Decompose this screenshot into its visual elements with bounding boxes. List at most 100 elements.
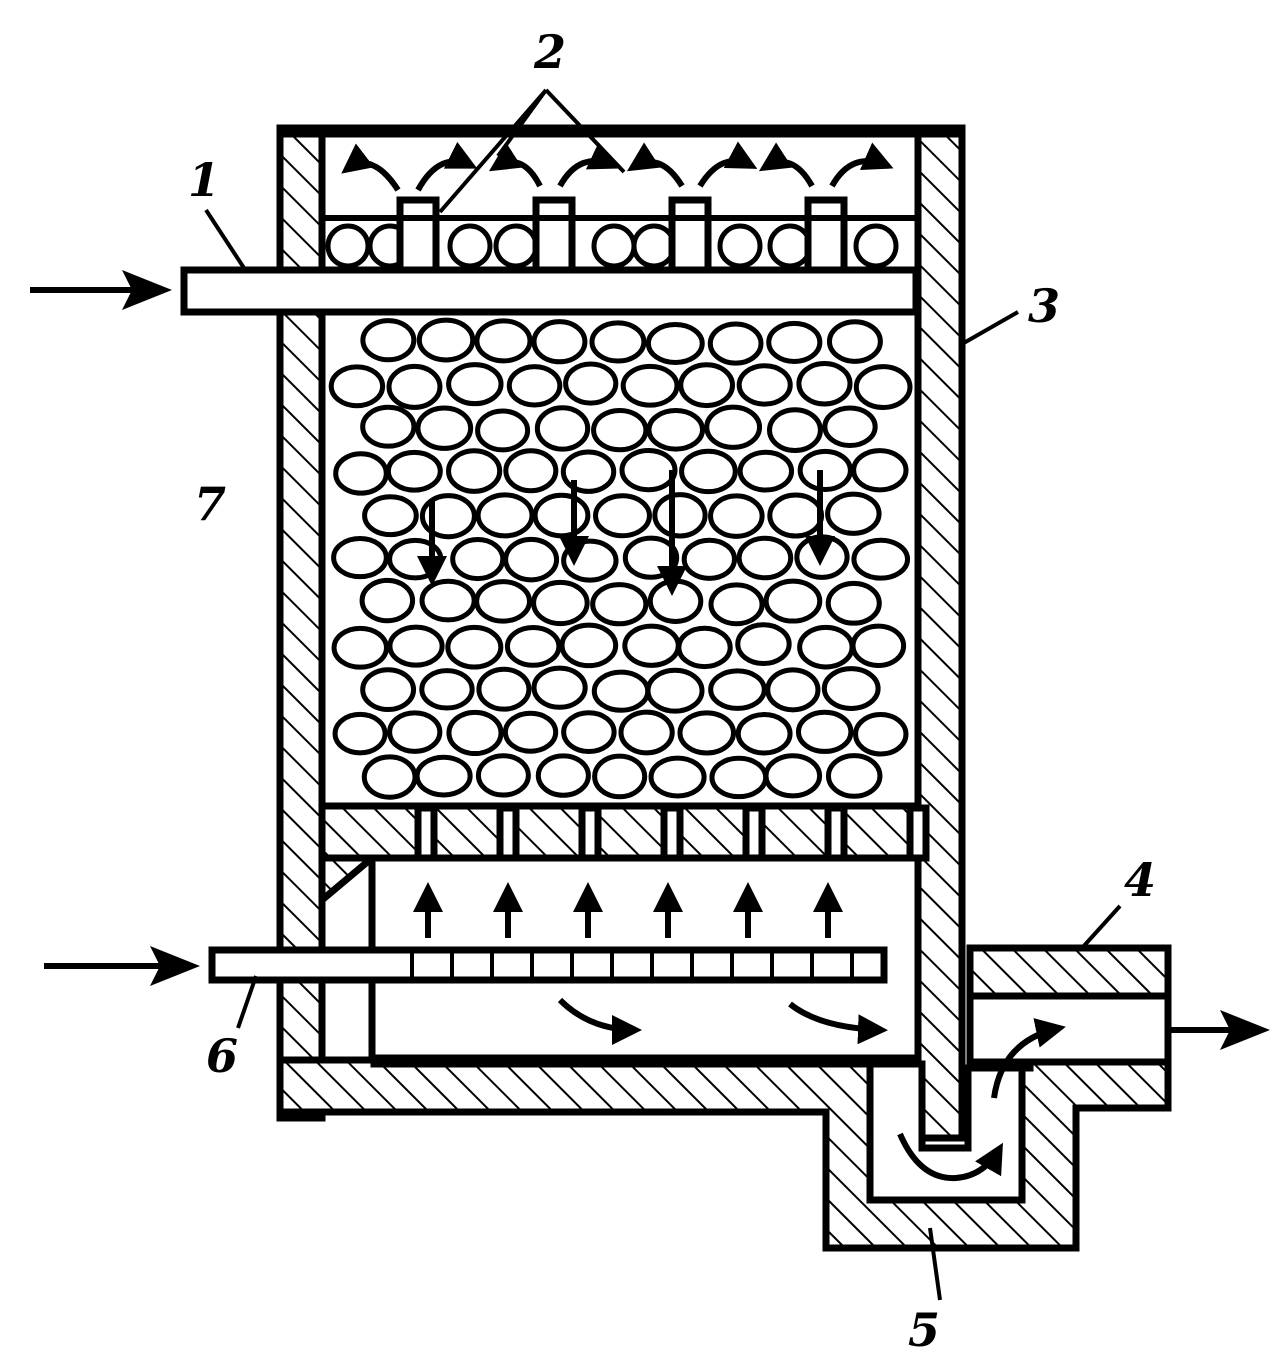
pebble bbox=[360, 404, 417, 449]
pebble bbox=[622, 623, 681, 668]
pebble bbox=[765, 667, 821, 713]
distribution-ring bbox=[325, 223, 371, 269]
pebble bbox=[362, 494, 419, 538]
pebble bbox=[822, 405, 878, 449]
pebble bbox=[766, 320, 823, 364]
pebble bbox=[331, 536, 389, 580]
pebble bbox=[386, 363, 443, 410]
pebble bbox=[735, 622, 792, 667]
pebble bbox=[474, 318, 533, 364]
top-riser-pipes bbox=[322, 196, 918, 272]
riser-pipe bbox=[396, 196, 440, 272]
pebble bbox=[736, 535, 794, 581]
pebble bbox=[708, 493, 765, 539]
pebble bbox=[534, 405, 591, 452]
bottom-flow-arrows bbox=[557, 997, 1066, 1182]
pebble bbox=[535, 753, 591, 798]
pebble bbox=[387, 710, 443, 754]
pebble bbox=[767, 407, 823, 454]
pebble bbox=[385, 449, 443, 493]
pebble bbox=[506, 364, 563, 408]
riser-pipe bbox=[804, 196, 848, 272]
label-4-leader bbox=[1080, 904, 1122, 950]
pebble bbox=[795, 709, 854, 754]
pebble bbox=[591, 669, 651, 713]
label-2-leader bbox=[438, 88, 626, 214]
pebble bbox=[708, 668, 767, 711]
grate-slot bbox=[742, 804, 766, 862]
pebble bbox=[821, 666, 881, 711]
pebble bbox=[387, 624, 445, 668]
pebble bbox=[361, 754, 418, 800]
pebble bbox=[622, 535, 680, 580]
pebble bbox=[763, 753, 823, 799]
pebble bbox=[709, 755, 769, 800]
inlet-pipe-bottom bbox=[208, 946, 888, 984]
pebble bbox=[851, 448, 909, 493]
inlet-pipe-top bbox=[180, 266, 920, 316]
pebble bbox=[502, 710, 559, 754]
top-flow-arrows bbox=[341, 141, 894, 192]
pebble bbox=[446, 362, 504, 407]
distribution-ring bbox=[447, 223, 493, 269]
pebble bbox=[503, 536, 560, 583]
pebble bbox=[825, 753, 883, 799]
pebble bbox=[797, 624, 855, 670]
label-4: 4 bbox=[1124, 853, 1156, 907]
pebble bbox=[531, 665, 588, 710]
pebble bbox=[414, 754, 473, 798]
pebble bbox=[446, 448, 503, 494]
distribution-ring bbox=[493, 223, 539, 269]
pebble bbox=[678, 362, 736, 409]
pebble bbox=[450, 537, 506, 582]
pebble bbox=[419, 493, 477, 540]
grate-slot bbox=[906, 804, 930, 862]
pebble bbox=[359, 577, 416, 624]
label-5-leader bbox=[928, 1227, 942, 1301]
pebble bbox=[332, 711, 388, 756]
pebble bbox=[652, 492, 708, 539]
pebble bbox=[504, 624, 562, 668]
inlet-arrow-top bbox=[30, 270, 172, 310]
pebble bbox=[360, 667, 417, 713]
pebble bbox=[416, 317, 476, 363]
pebble bbox=[679, 448, 738, 495]
pipe-perforations bbox=[410, 950, 854, 980]
pebble bbox=[333, 451, 389, 496]
label-1: 1 bbox=[188, 153, 220, 207]
pebble bbox=[736, 363, 793, 407]
pebble bbox=[589, 320, 647, 364]
pebble bbox=[531, 579, 590, 627]
grate-slots bbox=[414, 804, 930, 862]
riser-pipe bbox=[668, 196, 712, 272]
pebble bbox=[648, 755, 707, 799]
pebble bbox=[763, 578, 823, 624]
pebble bbox=[825, 580, 882, 626]
pebble bbox=[708, 582, 765, 627]
pebble bbox=[826, 319, 883, 364]
pebble bbox=[707, 321, 764, 366]
grate-slot bbox=[578, 804, 602, 862]
pebble bbox=[620, 363, 680, 408]
label-6: 6 bbox=[206, 1029, 238, 1083]
pebble bbox=[645, 667, 705, 714]
pebble bbox=[646, 408, 706, 452]
pebble bbox=[737, 449, 795, 493]
riser-pipe bbox=[532, 196, 576, 272]
downflow-arrows bbox=[417, 470, 835, 596]
pebble bbox=[476, 666, 532, 712]
pebble bbox=[415, 405, 474, 451]
pebble bbox=[735, 712, 793, 756]
pebble bbox=[561, 710, 617, 755]
pebble bbox=[677, 710, 737, 756]
pebble bbox=[797, 448, 853, 493]
pebble bbox=[532, 492, 591, 539]
inlet-arrow-bottom bbox=[44, 946, 200, 986]
pebble bbox=[850, 623, 907, 668]
label-6-leader bbox=[236, 975, 258, 1029]
label-2: 2 bbox=[533, 25, 566, 79]
pebble bbox=[851, 537, 911, 581]
pebble bbox=[853, 364, 913, 411]
pebble bbox=[767, 492, 825, 539]
grate-slot bbox=[660, 804, 684, 862]
